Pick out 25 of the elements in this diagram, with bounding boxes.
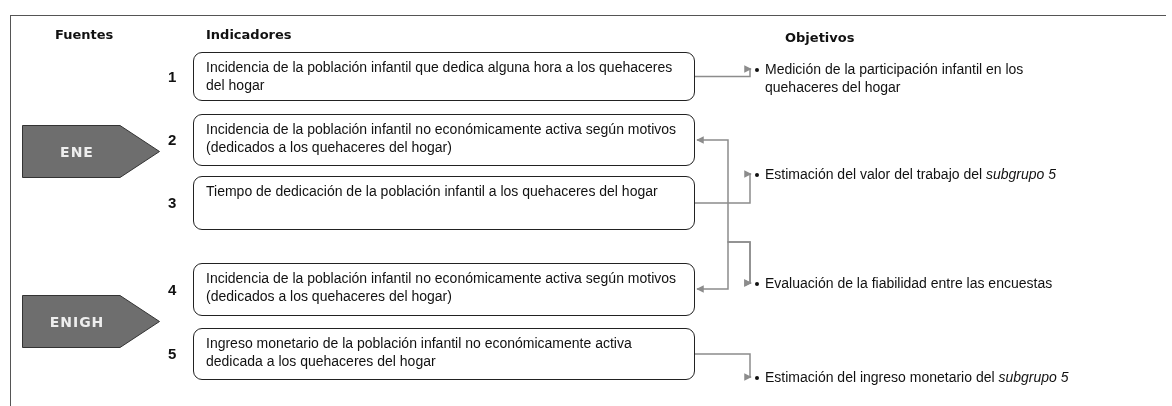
- row-number: 5: [168, 345, 177, 363]
- objective-text: Evaluación de la fiabilidad entre las encuestas: [765, 274, 1053, 292]
- row-number: 2: [168, 131, 177, 149]
- indicator-text: Tiempo de dedicación de la población infantil a los quehaceres del hogar: [206, 183, 658, 199]
- column-heading: Fuentes: [55, 27, 114, 42]
- column-heading: Indicadores: [206, 27, 292, 42]
- row-number: 1: [168, 67, 177, 86]
- source-label: ENIGH: [48, 313, 106, 330]
- arrow: [696, 241, 752, 293]
- arrow: [694, 353, 752, 381]
- objective-text: Estimación del valor del trabajo del subgrupo 5: [765, 165, 1057, 183]
- indicator-text: Incidencia de la población infantil que dedica alguna hora a los quehaceres del hogar: [206, 59, 673, 93]
- arrow: [694, 170, 752, 204]
- source-label: ENE: [59, 143, 95, 160]
- indicator-text: Incidencia de la población infantil no económicamente activa según motivos (dedicados a los quehaceres del hogar): [206, 270, 677, 304]
- row-number: 3: [168, 194, 177, 212]
- source-arrow-shape: [22, 125, 160, 178]
- arrow: [694, 65, 752, 78]
- objective-text: Estimación del ingreso monetario del subgrupo 5: [765, 368, 1069, 386]
- indicator-text: Incidencia de la población infantil no económicamente activa según motivos (dedicados a los quehaceres del hogar): [206, 121, 677, 155]
- objective-text: Medición de la participación infantil en los quehaceres del hogar: [765, 60, 1095, 96]
- row-number: 4: [168, 280, 177, 299]
- indicator-text: Ingreso monetario de la población infantil no económicamente activa dedicada a los quehaceres del hogar: [206, 335, 632, 369]
- column-heading: Objetivos: [785, 30, 855, 45]
- source-arrow-shape: [22, 295, 160, 348]
